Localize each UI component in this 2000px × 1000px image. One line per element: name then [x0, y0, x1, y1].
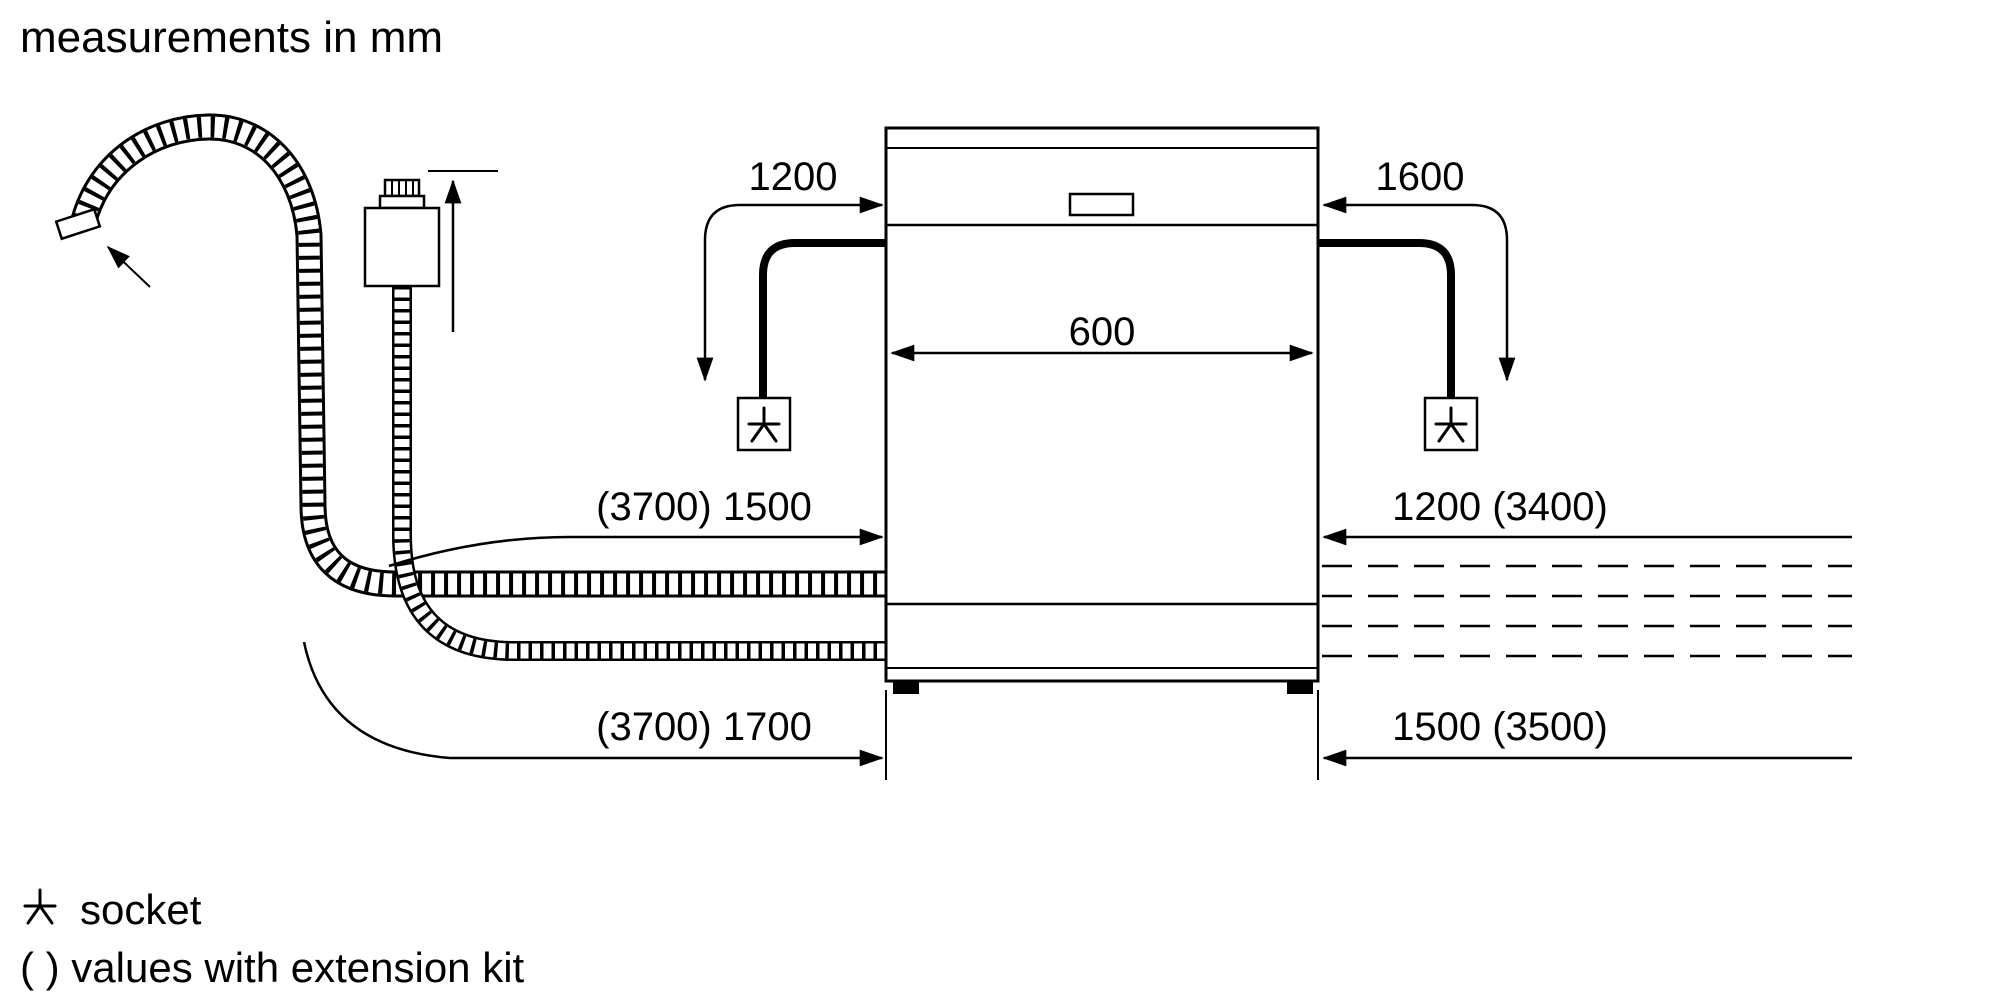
dim-bottom-left-label: (3700) 1700	[596, 705, 812, 749]
dishwasher-outline	[884, 126, 1320, 694]
legend-socket-label: socket	[80, 886, 202, 933]
dim-top-left-arrow	[696, 196, 884, 382]
power-cord-left	[759, 239, 886, 398]
control-panel-display	[1068, 192, 1135, 217]
dim-mid-right-label: 1200 (3400)	[1392, 485, 1608, 529]
foot-right	[1287, 681, 1313, 694]
drain-hose-end-arrow	[106, 245, 151, 288]
socket-left	[736, 396, 792, 452]
dim-mid-left-label: (3700) 1500	[596, 485, 812, 529]
drain-hose	[54, 113, 886, 598]
page-title: measurements in mm	[20, 13, 443, 62]
dim-bottom-right-label: 1500 (3500)	[1392, 705, 1608, 749]
foot-left	[893, 681, 919, 694]
drain-hose-end-cap	[54, 207, 102, 241]
tap-height-reference	[428, 170, 498, 332]
extension-dashed-lines	[1322, 564, 1852, 658]
aquastop-valve	[363, 178, 441, 288]
legend-extension-note: ( ) values with extension kit	[20, 944, 525, 991]
supply-hose	[392, 286, 886, 661]
dim-width-label: 600	[1069, 310, 1136, 354]
tap-collar	[378, 194, 426, 210]
socket-right	[1423, 396, 1479, 452]
socket-icon	[23, 888, 57, 925]
power-cord-right	[1318, 239, 1455, 398]
dim-mid-left-arrow	[388, 528, 884, 568]
valve-body	[363, 206, 441, 288]
dim-top-right-label: 1600	[1376, 155, 1465, 199]
dim-top-right-arrow	[1322, 196, 1516, 382]
dim-bottom-left-arrow	[302, 641, 884, 767]
dim-top-left-label: 1200	[749, 155, 838, 199]
legend: socket ( ) values with extension kit	[20, 886, 525, 991]
